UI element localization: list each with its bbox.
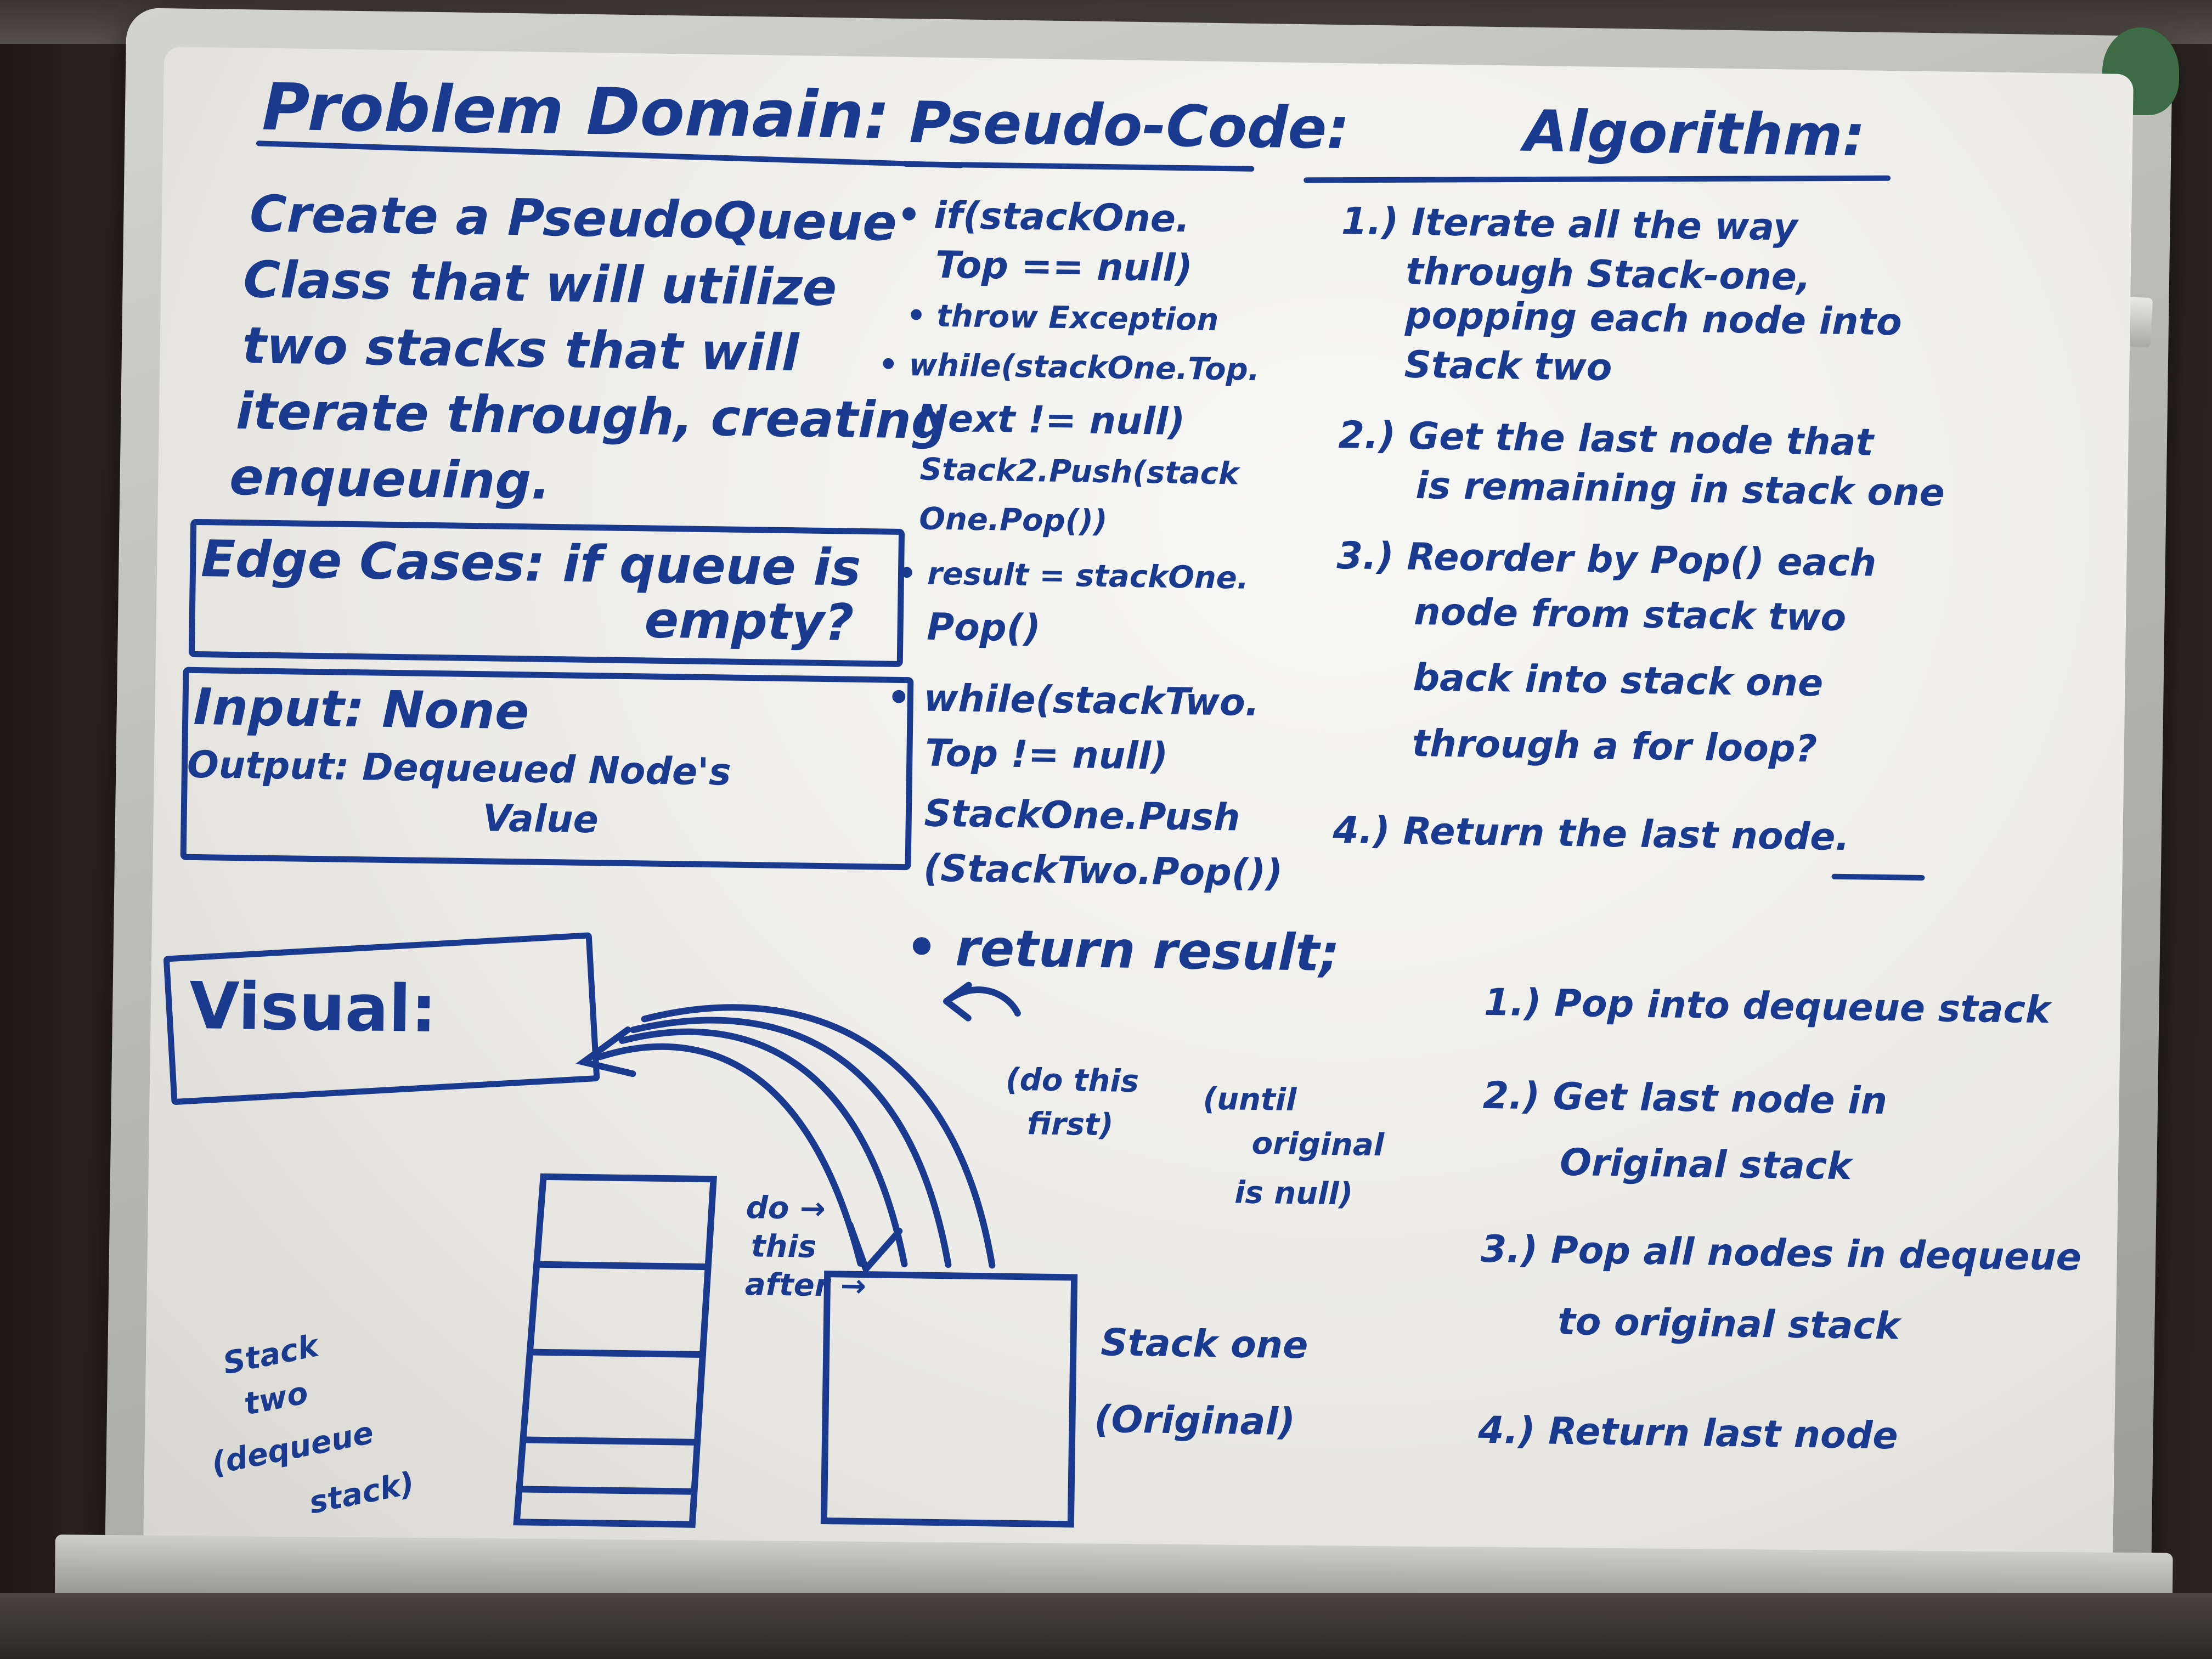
stack-two-outline: [513, 1173, 717, 1528]
until-original-line-1: (until: [1203, 1081, 1297, 1119]
do-this-first-line-2: first): [1026, 1106, 1114, 1143]
transfer-arc-3: [630, 1017, 952, 1268]
transfer-arc-4: [641, 1004, 996, 1269]
stack-two-divider-3: [522, 1436, 699, 1446]
stack-two-divider-2: [529, 1348, 707, 1358]
do-this-after-line-2: this: [751, 1228, 817, 1265]
stack-one-outline: [820, 1271, 1078, 1528]
whiteboard: Problem Domain: Create a PseudoQueue Cla…: [143, 47, 2134, 1577]
stack-one-label-line-2: (Original): [1093, 1397, 1296, 1444]
do-this-after-line-1: do →: [746, 1190, 826, 1227]
until-original-line-2: original: [1251, 1125, 1385, 1164]
do-this-after-line-3: after →: [744, 1267, 867, 1305]
arrow-head-down: [847, 1221, 903, 1276]
stack-two-divider-1: [533, 1261, 710, 1271]
until-original-line-3: is null): [1234, 1175, 1353, 1212]
do-this-first-line-1: (do this: [1005, 1062, 1139, 1100]
stack-one-label-line-1: Stack one: [1100, 1321, 1308, 1368]
background-floor: [0, 1593, 2212, 1659]
transfer-arc-2: [619, 1028, 908, 1268]
arrow-head-left: [575, 1026, 636, 1077]
stack-two-divider-4: [519, 1486, 696, 1495]
transfer-arc-1: [596, 1043, 864, 1267]
stack-diagram-drawing: [513, 981, 1078, 1528]
